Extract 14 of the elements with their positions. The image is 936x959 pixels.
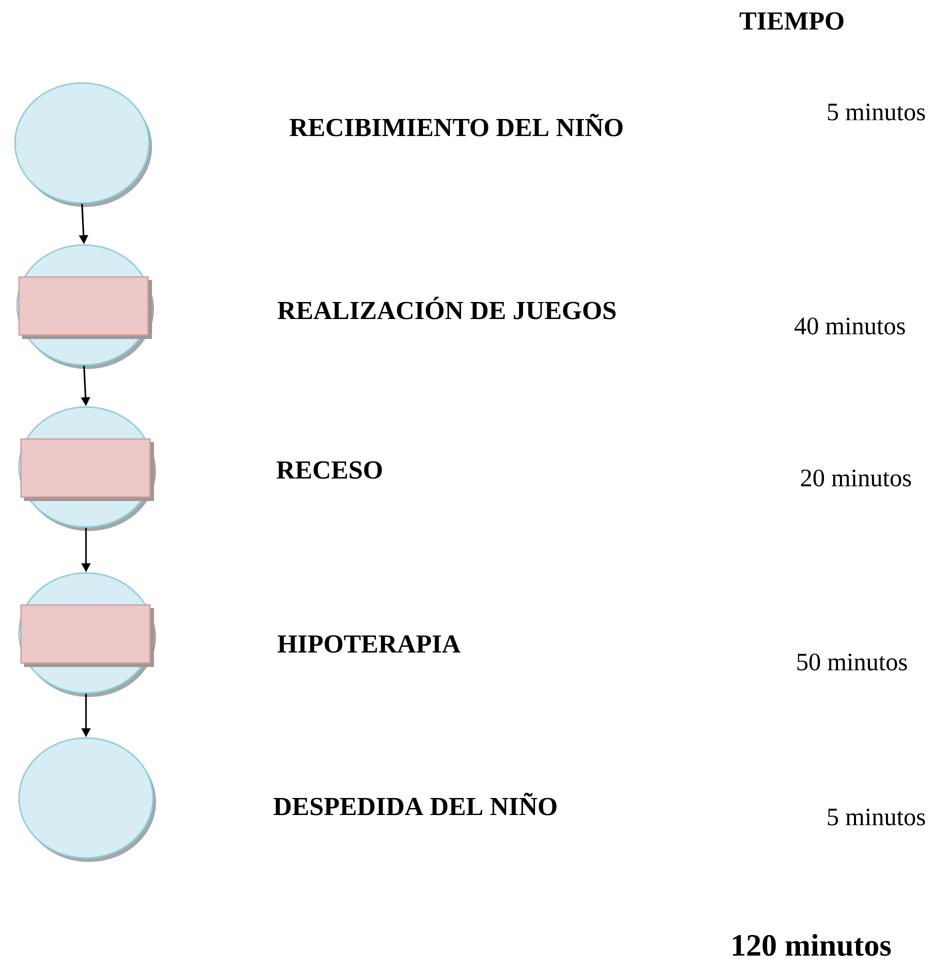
- duration: 5 minutos: [828, 104, 925, 120]
- step-name: HIPOTERAPIA: [278, 635, 460, 653]
- total-time: 120 minutos: [732, 934, 891, 956]
- duration: 40 minutos: [794, 318, 905, 334]
- step-name: REALIZACIÓN DE JUEGOS: [278, 296, 616, 320]
- column-heading: TIEMPO: [740, 12, 844, 30]
- duration: 5 minutos: [828, 808, 925, 826]
- circle: [18, 737, 156, 862]
- step-name: DESPEDIDA DEL NIÑO: [274, 792, 556, 816]
- circle: [14, 82, 152, 207]
- step-name: RECESO: [276, 461, 382, 479]
- duration: 20 minutos: [801, 470, 911, 486]
- duration: 50 minutos: [797, 654, 907, 670]
- step-name: RECIBIMIENTO DEL NIÑO: [290, 114, 623, 136]
